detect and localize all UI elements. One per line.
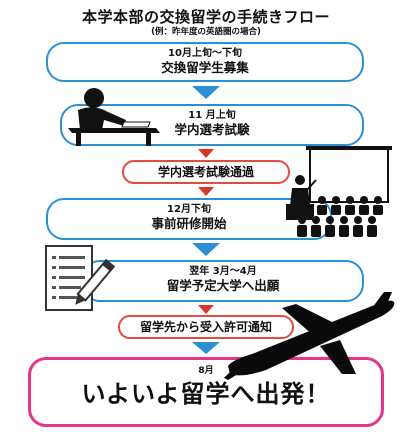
step-screening-exam-date: 11 月上旬 bbox=[188, 110, 236, 121]
arrow-down-icon bbox=[198, 305, 214, 314]
step-pre-training-date: 12月下旬 bbox=[167, 204, 211, 215]
arrow-down-icon bbox=[198, 187, 214, 196]
step-pre-training: 12月下旬 事前研修開始 bbox=[46, 198, 332, 240]
step-acceptance-notice: 留学先から受入許可通知 bbox=[118, 315, 294, 339]
airplane-icon bbox=[224, 292, 395, 380]
step-departure-label: いよいよ留学へ出発！ bbox=[81, 380, 331, 408]
step-application: 翌年 3月～4月 留学予定大学へ出願 bbox=[82, 260, 364, 302]
presentation-audience-icon bbox=[286, 146, 392, 237]
step-recruitment: 10月上旬～下旬 交換留学生募集 bbox=[46, 42, 364, 82]
step-departure: 8月 いよいよ留学へ出発！ bbox=[28, 357, 384, 427]
document-pencil-icon bbox=[45, 245, 116, 311]
step-application-label: 留学予定大学へ出願 bbox=[166, 278, 280, 293]
exam-desk-icon bbox=[68, 88, 160, 146]
arrow-down-icon bbox=[192, 342, 220, 354]
arrow-down-icon bbox=[192, 243, 220, 256]
step-pre-training-label: 事前研修開始 bbox=[151, 216, 227, 231]
step-screening-passed: 学内選考試験通過 bbox=[122, 160, 290, 184]
step-screening-exam: 11 月上旬 学内選考試験 bbox=[60, 104, 364, 146]
arrow-down-icon bbox=[192, 86, 220, 99]
step-application-date: 翌年 3月～4月 bbox=[189, 266, 257, 277]
page-subtitle: (例：昨年度の英語圏の場合) bbox=[151, 27, 261, 37]
step-departure-date: 8月 bbox=[198, 366, 214, 376]
step-recruitment-label: 交換留学生募集 bbox=[161, 60, 249, 75]
step-recruitment-date: 10月上旬～下旬 bbox=[168, 48, 242, 59]
arrow-down-icon bbox=[198, 149, 214, 158]
page-title: 本学本部の交換留学の手続きフロー bbox=[81, 8, 330, 26]
step-screening-exam-label: 学内選考試験 bbox=[174, 122, 250, 137]
